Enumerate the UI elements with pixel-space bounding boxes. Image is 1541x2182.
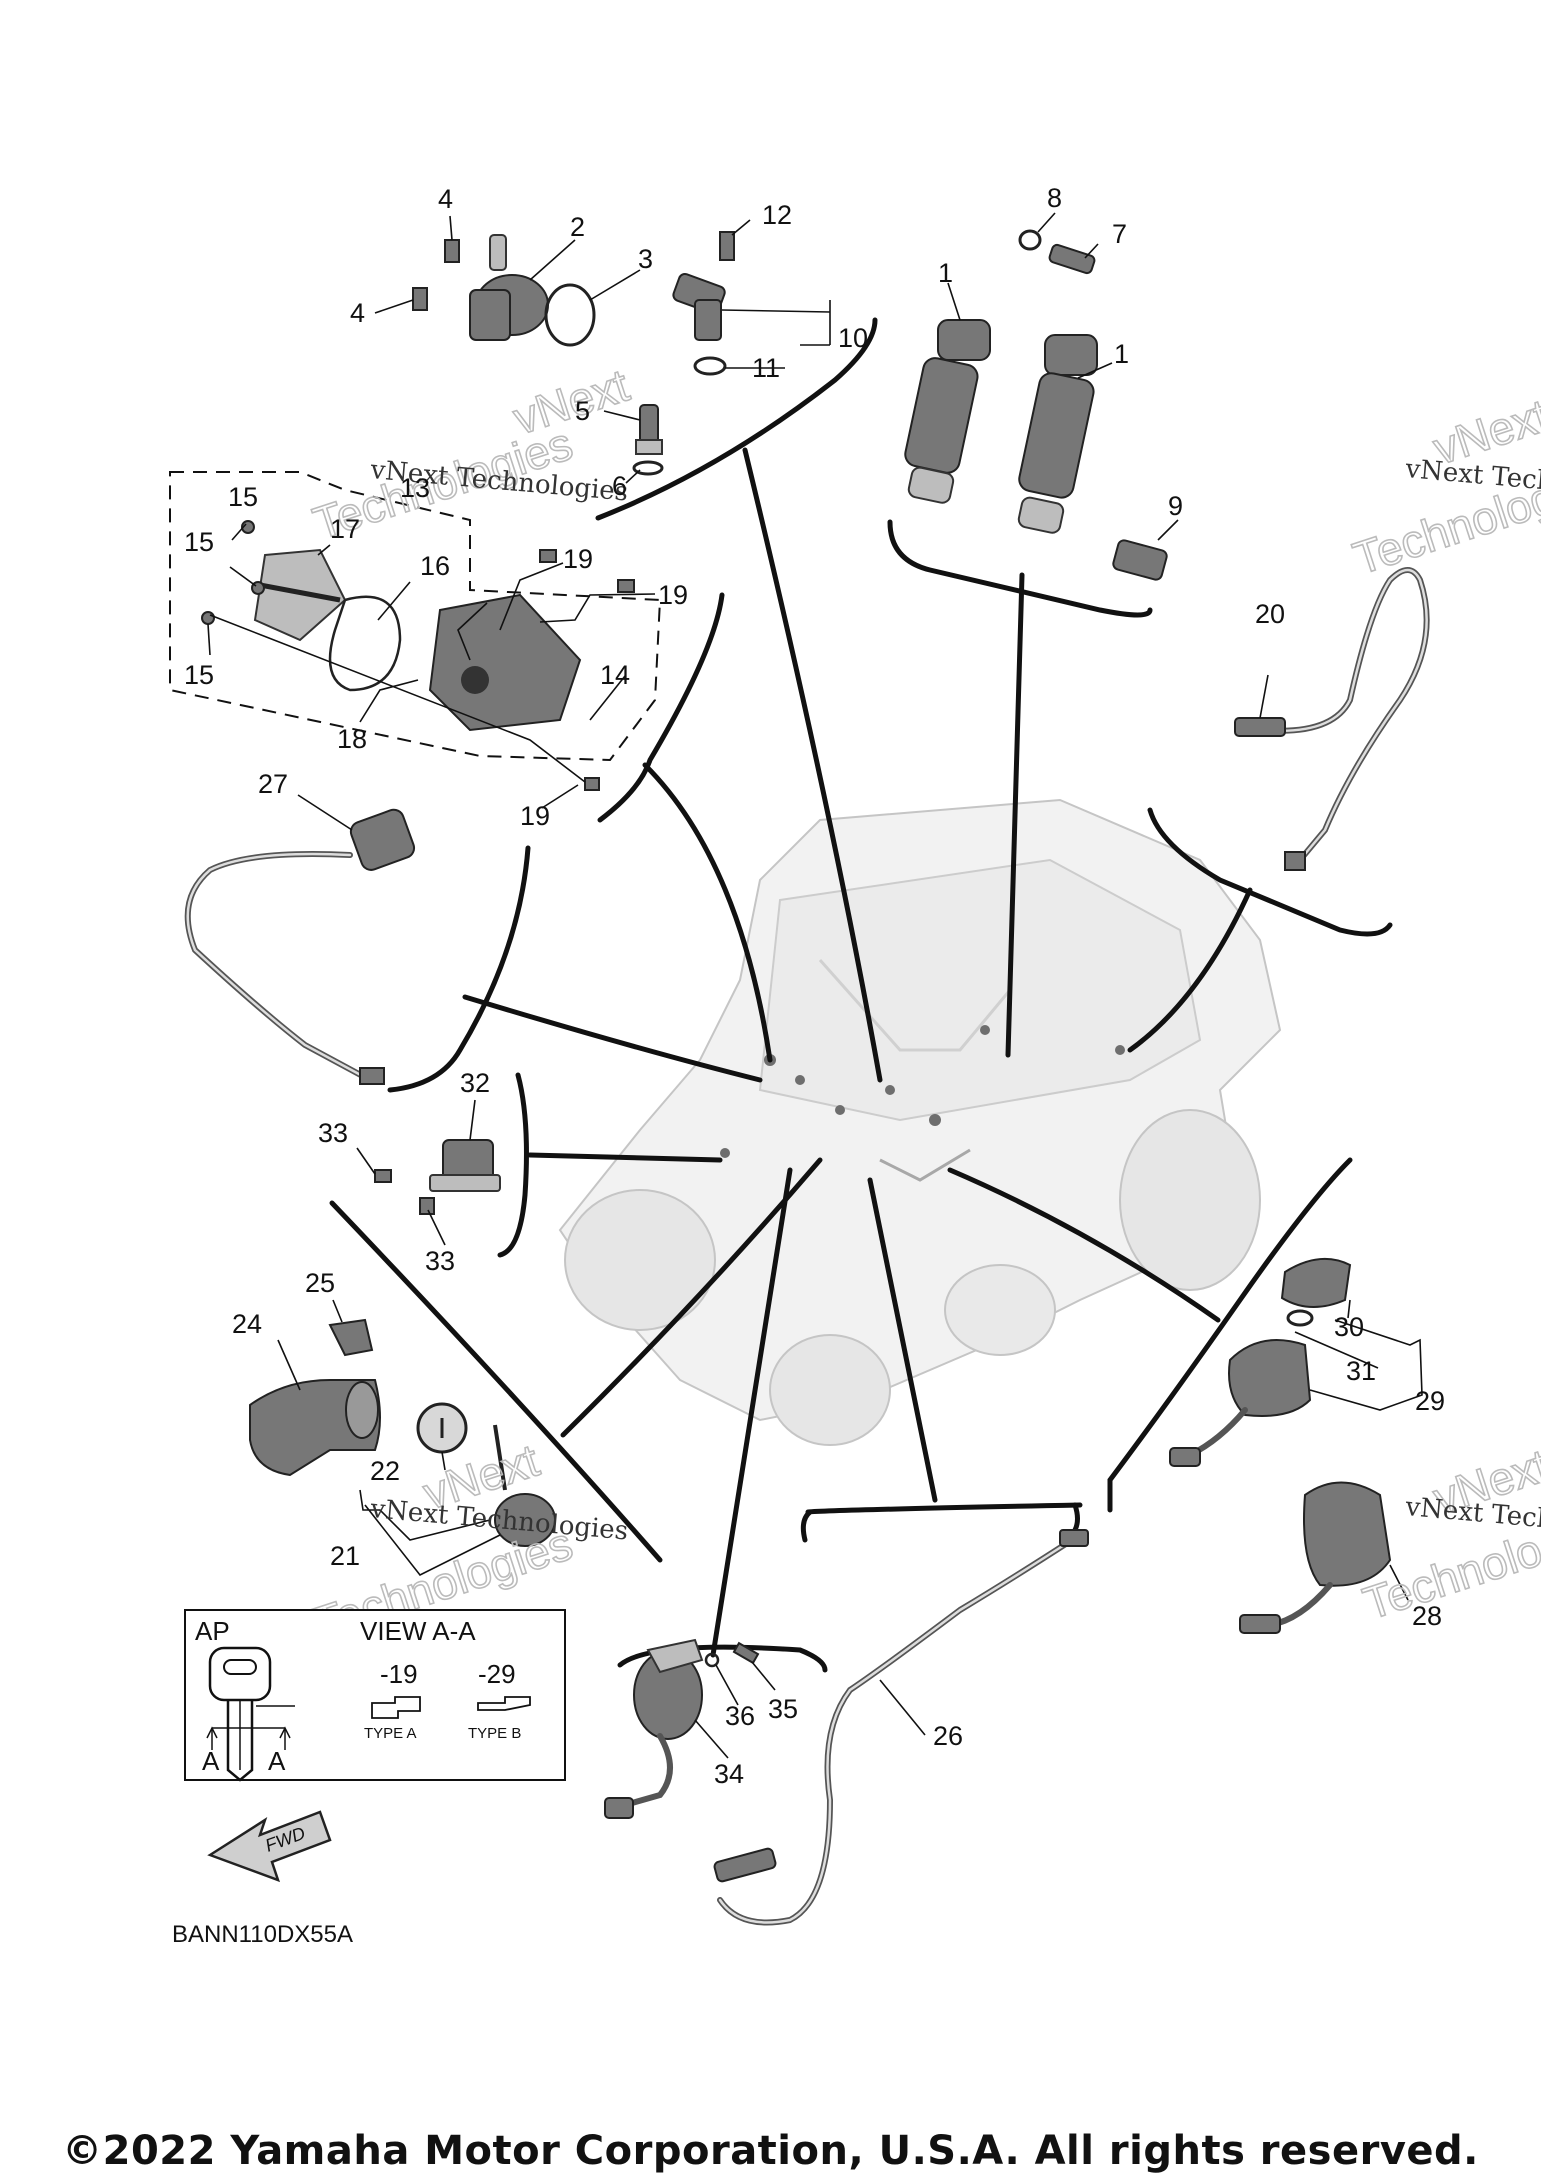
o-ring-3	[544, 283, 596, 347]
callout-4b: 4	[350, 298, 365, 328]
callout-33a: 33	[318, 1118, 348, 1148]
sensor-7	[1048, 243, 1096, 275]
connector-lines	[329, 317, 1393, 1673]
callout-14: 14	[600, 660, 630, 690]
section-a-left: A	[202, 1746, 220, 1776]
callout-34: 34	[714, 1759, 744, 1789]
callout-19c: 19	[520, 801, 550, 831]
leader-lines	[207, 212, 1423, 1759]
callout-7: 7	[1112, 219, 1127, 249]
callout-8: 8	[1047, 183, 1062, 213]
copyright-notice: ©2022 Yamaha Motor Corporation, U.S.A. A…	[62, 2128, 1479, 2174]
callout-15a: 15	[228, 482, 258, 512]
section-a-right: A	[268, 1746, 286, 1776]
callout-19a: 19	[563, 544, 593, 574]
sensor-29	[1169, 1339, 1312, 1467]
washer-36	[704, 1652, 720, 1668]
callout-27: 27	[258, 769, 288, 799]
callout-15c: 15	[184, 660, 214, 690]
callout-25: 25	[305, 1268, 335, 1298]
callout-4a: 4	[438, 184, 453, 214]
variant-a: -19	[380, 1659, 418, 1689]
variant-b: -29	[478, 1659, 516, 1689]
callout-22: 22	[370, 1456, 400, 1486]
watermark-2: vNext Technologies vNext Technologies	[1346, 388, 1541, 585]
callout-30: 30	[1334, 1312, 1364, 1342]
callout-17: 17	[330, 514, 360, 544]
watermark-4: vNext Technologies vNext Technologies	[1356, 1438, 1541, 1630]
callout-1b: 1	[1114, 339, 1129, 369]
sensor-20	[1234, 567, 1430, 871]
callout-35: 35	[768, 1694, 798, 1724]
bolts-33	[374, 1169, 435, 1215]
callout-33b: 33	[425, 1246, 455, 1276]
callout-19b: 19	[658, 580, 688, 610]
model-code: AP	[195, 1616, 230, 1646]
housing-14	[428, 593, 582, 732]
sensor-assembly-2	[469, 234, 549, 341]
sensor-32	[429, 1139, 501, 1192]
callout-21: 21	[330, 1541, 360, 1571]
callout-9: 9	[1168, 491, 1183, 521]
callout-10: 10	[838, 323, 868, 353]
key-23	[206, 1646, 295, 1782]
nut-22	[416, 1402, 468, 1454]
callout-15b: 15	[184, 527, 214, 557]
main-switch-24	[249, 1379, 381, 1477]
ignition-coil-right	[1017, 334, 1098, 534]
temp-sensor-5	[635, 404, 663, 455]
bolt-35	[732, 1641, 760, 1665]
switch-assembly-21	[493, 1424, 556, 1547]
callout-20: 20	[1255, 599, 1285, 629]
callout-1a: 1	[938, 258, 953, 288]
o-ring-31	[1286, 1309, 1314, 1327]
kit-13-outline	[169, 471, 662, 762]
callout-2: 2	[570, 212, 585, 242]
fwd-arrow-icon: FWD	[207, 1810, 332, 1883]
type-b-label: TYPE B	[468, 1725, 521, 1742]
callout-31: 31	[1346, 1356, 1376, 1386]
cap-30	[1280, 1257, 1352, 1309]
cap-25	[328, 1318, 374, 1357]
callout-13: 13	[400, 473, 430, 503]
callout-24: 24	[232, 1309, 262, 1339]
cover-17	[253, 548, 347, 642]
gasket-16	[328, 595, 402, 692]
bolts-19	[539, 549, 635, 791]
sensor-34	[604, 1638, 704, 1819]
view-title: VIEW A-A	[360, 1616, 476, 1646]
bolt-12	[719, 231, 735, 261]
o-ring-11	[693, 356, 727, 376]
bolt-4b	[412, 287, 428, 311]
callout-26: 26	[933, 1721, 963, 1751]
o-ring-8	[1018, 229, 1042, 251]
sensor-27	[184, 808, 416, 1085]
callout-18: 18	[337, 724, 367, 754]
diagram-code: BANN110DX55A	[172, 1921, 353, 1948]
callout-3: 3	[638, 244, 653, 274]
switch-9	[1112, 539, 1168, 581]
callout-5: 5	[575, 396, 590, 426]
ignition-coil-left	[904, 319, 991, 504]
callout-11: 11	[752, 353, 780, 383]
vehicle-illustration	[558, 798, 1282, 1446]
gasket-6	[632, 460, 664, 476]
callout-36: 36	[725, 1701, 755, 1731]
sensor-28	[1239, 1481, 1392, 1634]
sensor-10	[672, 272, 726, 341]
callout-6: 6	[612, 471, 627, 501]
type-a-label: TYPE A	[364, 1725, 417, 1742]
callout-16: 16	[420, 551, 450, 581]
sensor-26	[713, 1529, 1089, 1926]
callout-32: 32	[460, 1068, 490, 1098]
callout-29: 29	[1415, 1386, 1445, 1416]
callout-28: 28	[1412, 1601, 1442, 1631]
view-aa-box: AP VIEW A-A -19 -29 TYPE A TYPE B A A	[184, 1609, 566, 1782]
callout-12: 12	[762, 200, 792, 230]
bolt-4a	[444, 239, 460, 263]
